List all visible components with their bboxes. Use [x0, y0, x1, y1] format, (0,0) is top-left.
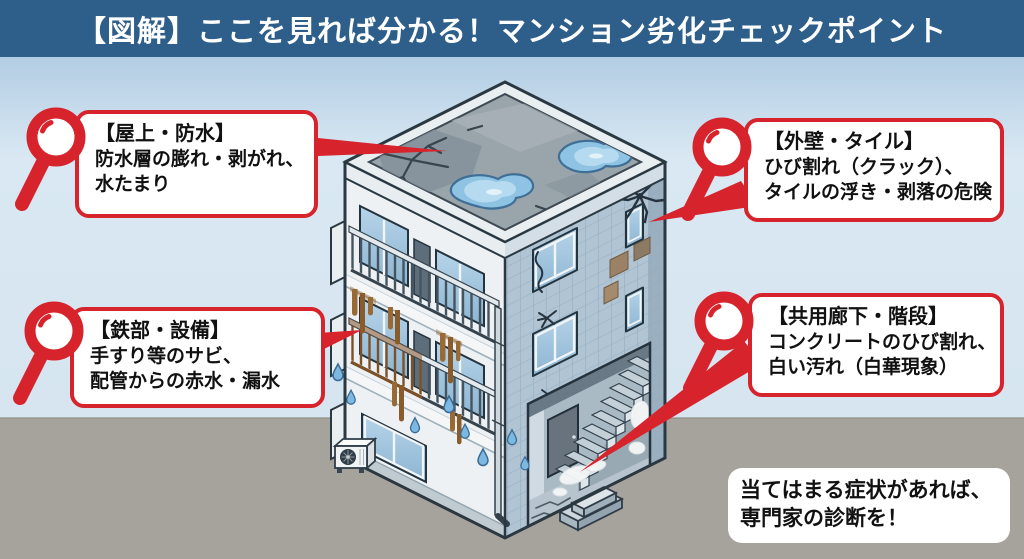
- callout-text: 水たまり: [95, 174, 171, 196]
- callout-title: 【鉄部・設備】: [90, 320, 230, 342]
- callout-title: 【屋上・防水】: [95, 123, 235, 145]
- downpipe: [491, 304, 510, 527]
- advice-note: 当てはまる症状があれば、 専門家の診断を！: [728, 468, 1010, 543]
- corner-shading: [648, 178, 665, 467]
- advice-text: 専門家の診断を！: [740, 507, 908, 531]
- puddle: [557, 139, 634, 174]
- building-outline: [343, 80, 667, 540]
- callout-text: 白い汚れ（白華現象）: [768, 357, 959, 379]
- callout-text: 手すり等のサビ、: [90, 346, 243, 367]
- ground-floor-window: [361, 412, 427, 484]
- page-title: 【図解】ここを見れば分かる！マンション劣化チェックポイント: [0, 0, 1024, 57]
- callout-text: 防水層の膨れ・剥がれ、: [95, 149, 305, 170]
- callout-metal-parts: 【鉄部・設備】 手すり等のサビ、 配管からの赤水・漏水: [13, 301, 325, 408]
- balcony-railing-floor1: [348, 225, 500, 345]
- balcony-railing-floor2: [348, 317, 500, 437]
- pointer-line-roof: [318, 138, 447, 156]
- tile-spalling-patches: [603, 236, 651, 305]
- roof: [342, 80, 668, 260]
- callout-exterior-wall-tile: 【外壁・タイル】 ひび割れ（クラック）、 タイルの浮き・剥落の危険: [681, 117, 1004, 222]
- plinth: [345, 446, 505, 538]
- callout-corridor-stairs: 【共用廊下・階段】 コンクリートのひび割れ、 白い汚れ（白華現象）: [683, 291, 1004, 397]
- right-windows: [532, 202, 644, 377]
- callout-text: コンクリートのひび割れ、: [768, 332, 997, 353]
- callout-title: 【外壁・タイル】: [764, 131, 924, 153]
- slab-cracks: [531, 497, 571, 519]
- puddle: [449, 173, 535, 210]
- rust-stains: [350, 286, 462, 445]
- building: [330, 80, 668, 540]
- advice-text: 当てはまる症状があれば、: [740, 479, 992, 502]
- callout-text: ひび割れ（クラック）、: [764, 157, 964, 178]
- pointer-line-railing: [318, 330, 362, 352]
- callout-roof-waterproofing: 【屋上・防水】 防水層の膨れ・剥がれ、 水たまり: [15, 107, 318, 218]
- recess-ceiling: [528, 343, 650, 418]
- callout-text: タイルの浮き・剥落の危険: [764, 182, 993, 204]
- callout-title: 【共用廊下・階段】: [768, 306, 948, 328]
- ac-unit: [332, 437, 378, 473]
- entrance-recess: [526, 340, 652, 529]
- callout-text: 配管からの赤水・漏水: [90, 371, 281, 393]
